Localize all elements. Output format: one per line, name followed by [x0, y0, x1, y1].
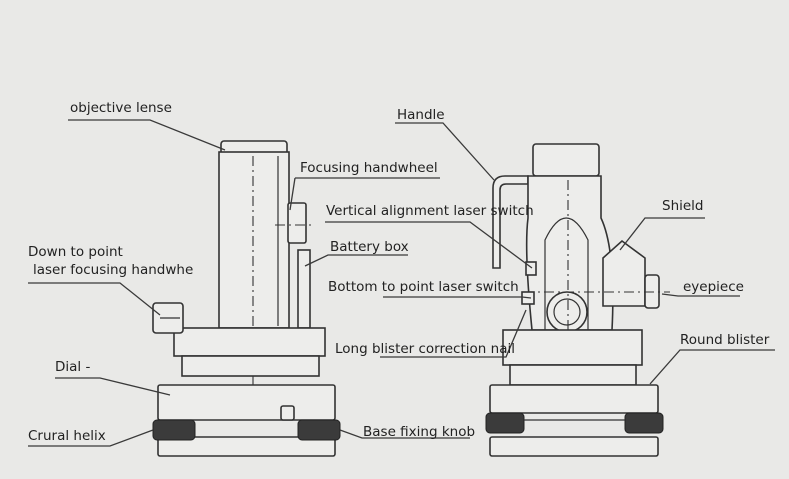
label-battery-box: Battery box: [330, 239, 409, 255]
leader-lines: [28, 119, 775, 447]
label-down-to-point-2: laser focusing handwhe: [33, 262, 193, 278]
left-dial: [157, 384, 336, 421]
left-upper-base: [173, 327, 326, 357]
right-vertical-laser-switch: [525, 261, 537, 276]
right-foot-knob-left: [485, 412, 525, 434]
label-objective-lense: objective lense: [70, 100, 172, 116]
labels: objective lense Focusing handwheel Down …: [28, 100, 770, 444]
label-crural-helix: Crural helix: [28, 428, 106, 444]
label-eyepiece: eyepiece: [683, 279, 744, 295]
label-bottom-to-point: Bottom to point laser switch: [328, 279, 519, 295]
right-instrument: [485, 143, 670, 457]
label-long-blister: Long blister correction nail: [335, 341, 515, 357]
left-instrument: [152, 140, 341, 457]
right-base-plate: [489, 436, 659, 457]
label-focusing-handwheel: Focusing handwheel: [300, 160, 438, 176]
left-base-fixing-knob: [297, 419, 341, 441]
left-lower-column: [181, 355, 320, 377]
right-lower-column: [509, 364, 637, 386]
right-upper-base: [502, 329, 643, 366]
label-handle: Handle: [397, 107, 445, 123]
right-foot-knob-right: [624, 412, 664, 434]
left-crural-helix-knob: [152, 419, 196, 441]
label-shield: Shield: [662, 198, 704, 214]
label-base-fixing-knob: Base fixing knob: [363, 424, 475, 440]
label-round-blister: Round blister: [680, 332, 770, 348]
left-telescope-body: [218, 151, 290, 329]
right-handle: [492, 175, 529, 269]
right-dial: [489, 384, 659, 414]
label-down-to-point-1: Down to point: [28, 244, 123, 260]
left-battery-box: [297, 249, 311, 329]
right-lens-circle: [546, 291, 588, 333]
right-top-cap: [532, 143, 600, 177]
label-dial: Dial -: [55, 359, 90, 375]
left-base-plate: [157, 436, 336, 457]
label-vertical-alignment: Vertical alignment laser switch: [326, 203, 534, 219]
left-focusing-handwheel: [287, 202, 307, 244]
